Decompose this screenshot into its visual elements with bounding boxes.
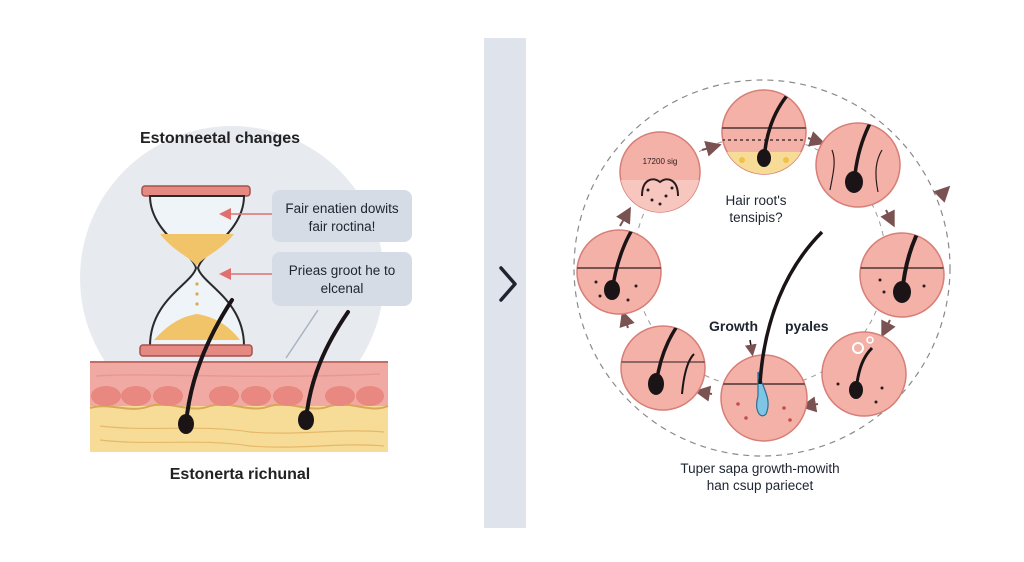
cycle-stage-5 [821,331,907,417]
callout-arrows [219,208,319,359]
cycle-stage-8 [576,229,662,315]
cycle-stage-6 [720,230,824,442]
growth-label: Growth [709,318,758,334]
hourglass-icon [139,185,253,357]
stage-1-label: 17200 sig [643,157,678,166]
cycle-stage-2 [721,89,807,175]
callout-bubble-1-line2: fair roctina! [308,219,376,234]
callout-bubble-1: Fair enatien dowits fair roctina! [272,190,412,242]
right-panel-caption: Tuper sapa growth-mowith han csup pariec… [650,460,870,494]
cycle-stage-7 [620,325,706,411]
right-panel-caption-line2: han csup pariecet [706,478,814,493]
cycle-arrow-icon [616,131,951,413]
cycle-center-question-line1: Hair root's [725,193,787,208]
callout-bubble-2: Prieas groot he to elcenal [272,252,412,306]
skin-cross-section [89,361,389,452]
left-panel-title: Estonneetal changes [139,130,301,147]
cycle-stage-1 [619,131,701,213]
cycle-stage-3 [815,122,901,208]
hair-follicle-icon [178,298,350,434]
cycle-center-question-line2: tensipis? [729,210,783,225]
right-panel-caption-line1: Tuper sapa growth-mowith [680,461,840,476]
panel-divider [484,38,526,528]
cycle-center-question: Hair root's tensipis? [700,192,812,226]
growth-phases-label: pyales [785,318,829,334]
chevron-right-icon [499,266,517,302]
callout-bubble-2-line2: elcenal [320,281,364,296]
cycle-stage-4 [859,232,945,318]
left-panel-caption: Estonerta richunal [169,466,311,483]
callout-bubble-1-line1: Fair enatien dowits [285,201,399,216]
callout-bubble-2-line1: Prieas groot he to [288,263,396,278]
